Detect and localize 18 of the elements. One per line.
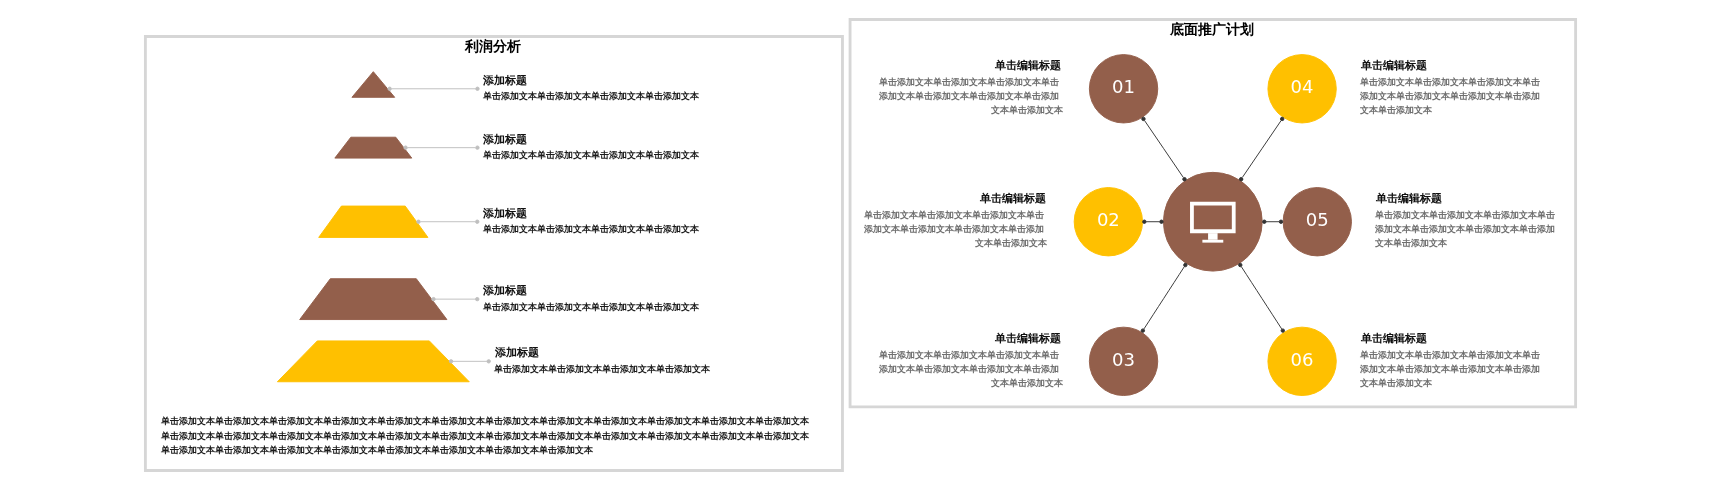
node-label: 单击编辑标题 xyxy=(994,330,1061,345)
node-label: 单击添加文本单击添加文本单击添加文本单击添加文本单击添加文本单击添加文本单击添加文本单击添加文本 xyxy=(863,208,1047,249)
node-label: 单击添加文本单击添加文本单击添加文本单击添加文本单击添加文本单击添加文本单击添加文本单击添加文本 xyxy=(1374,208,1555,249)
node-label: 单击添加文本单击添加文本单击添加文本单击添加文本单击添加文本单击添加文本单击添加文本单击添加文本 xyxy=(878,75,1063,116)
node-text: 添加标题 单击添加文本单击添加文本单击添加文本单击添加文本 xyxy=(482,205,699,235)
node-label: 单击添加文本单击添加文本单击添加文本单击添加文本单击添加文本单击添加文本单击添加文本单击添加文本 xyxy=(1359,348,1540,389)
node-text: 添加标题 单击添加文本单击添加文本单击添加文本单击添加文本 xyxy=(482,131,699,161)
node-text: 添加标题 单击添加文本单击添加文本单击添加文本单击添加文本 xyxy=(482,283,699,312)
node-text: 添加标题 单击添加文本单击添加文本单击添加文本单击添加文本 xyxy=(493,345,710,374)
node-text: 添加标题 单击添加文本单击添加文本单击添加文本单击添加文本 xyxy=(482,72,699,102)
node-label: 单击添加文本单击添加文本单击添加文本单击添加文本单击添加文本单击添加文本单击添加文本单击添加文本 xyxy=(1359,75,1540,116)
node-label: 单击添加文本单击添加文本单击添加文本单击添加文本单击添加文本单击添加文本单击添加文本单击添加文本 xyxy=(878,348,1063,389)
node-label: 单击编辑标题 xyxy=(1375,191,1442,206)
node-label: 单击编辑标题 xyxy=(979,191,1046,206)
node-label: 单击编辑标题 xyxy=(1360,330,1427,345)
node-label: 单击编辑标题 xyxy=(994,58,1061,73)
node-label: 单击编辑标题 xyxy=(1360,58,1427,73)
label: 单击添加文本单击添加文本单击添加文本单击添加文本单击添加文本单击添加文本单击添加文本单击添加文本单击添加文本单击添加文本单击添加文本单击添加文本单击添加文本单击添加文本单击添加文本单击添加文本单击添加文本单击添加文本单击添加文本单击添加文本单击添加文本单击添加文本单击添加文本单击添加文本单击添加文本单击添加文本单击添加文本单击添加文本单击添加文本单击添加文本单击添加文本单击添加文本 xyxy=(160,415,809,455)
